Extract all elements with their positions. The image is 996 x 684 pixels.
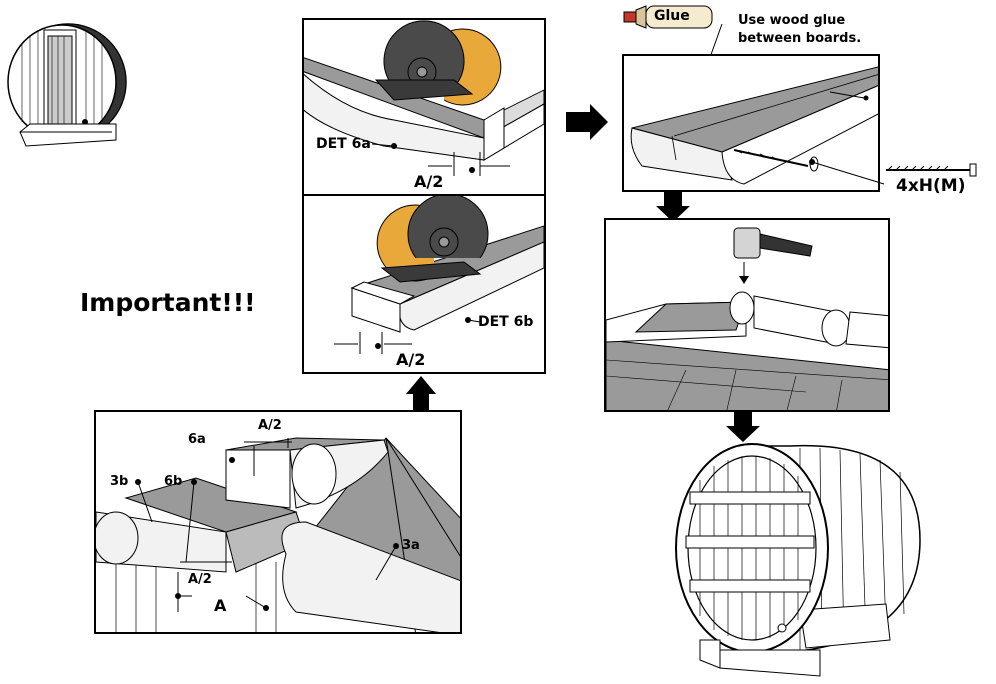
det-6a-callout-dot bbox=[391, 143, 397, 149]
detail-a-label: A bbox=[214, 596, 227, 615]
glue-note-line2: between boards. bbox=[738, 31, 862, 46]
roof-detail-drawing bbox=[96, 436, 460, 632]
detail-half-a-top-label: A/2 bbox=[258, 418, 282, 433]
dimension-lines-2 bbox=[334, 319, 481, 354]
detail-callout-dots bbox=[135, 457, 399, 611]
half-a-label-top: A/2 bbox=[414, 172, 444, 191]
circular-saw-drawing-2 bbox=[376, 196, 489, 283]
panel-roof-detail: 6a A/2 3b 6b 3a A/2 A bbox=[94, 410, 462, 634]
half-a-callout-dot-1 bbox=[469, 167, 475, 173]
panel-cut-det-6a: DET 6a A/2 bbox=[302, 18, 546, 196]
glue-note-line1: Use wood glue bbox=[738, 13, 846, 28]
arrow-up-icon bbox=[406, 376, 436, 412]
panel-glue-screw bbox=[622, 54, 880, 192]
panel-cut-det-6b: DET 6b A/2 bbox=[302, 194, 546, 374]
det-6b-label: DET 6b bbox=[478, 314, 534, 330]
half-a-label-mid: A/2 bbox=[396, 350, 426, 369]
glue-bottle-label: Glue bbox=[654, 8, 690, 24]
detail-3a-label: 3a bbox=[402, 538, 420, 553]
detail-6b-label: 6b bbox=[164, 474, 183, 489]
detail-3b-label: 3b bbox=[110, 474, 129, 489]
half-a-callout-dot-2 bbox=[375, 343, 381, 349]
hammer-icon bbox=[733, 227, 813, 284]
detail-half-a-bottom-label: A/2 bbox=[188, 572, 212, 587]
det-6b-callout-dot bbox=[465, 317, 471, 323]
barrel-thumbnail-drawing bbox=[7, 23, 127, 147]
detail-dimension-lines bbox=[137, 438, 397, 612]
glued-board-drawing bbox=[630, 66, 878, 185]
arrow-right-icon bbox=[566, 104, 608, 140]
arrow-down-icon-2 bbox=[726, 412, 760, 442]
screws-label: 4xH(M) bbox=[896, 176, 966, 196]
dimension-lines-1 bbox=[371, 143, 510, 176]
board-det-6a-drawing bbox=[304, 57, 544, 161]
circular-saw-drawing-1 bbox=[374, 20, 502, 106]
important-title: Important!!! bbox=[80, 288, 256, 317]
detail-6a-label: 6a bbox=[188, 432, 206, 447]
roof-board-assembly-drawing bbox=[606, 291, 888, 410]
panel-hammer bbox=[604, 218, 890, 412]
det-6a-label: DET 6a bbox=[316, 136, 371, 152]
